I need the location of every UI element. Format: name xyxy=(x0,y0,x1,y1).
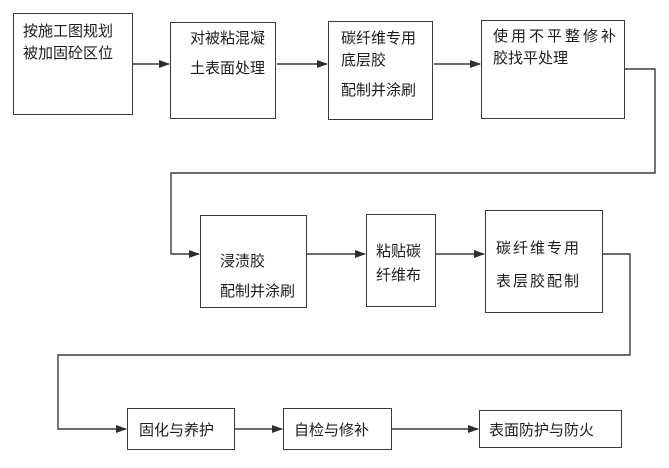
node-text-line: 碳纤维专用 xyxy=(496,239,582,257)
node-text-line: 对被粘混凝 xyxy=(190,29,266,47)
node-curing: 固化与养护 xyxy=(127,408,235,450)
node-text-line: 粘贴碳 xyxy=(376,242,422,260)
node-saturant-adhesive: 浸渍胶 配制并涂刷 xyxy=(200,215,307,308)
node-text-line: 使用不平整修补 xyxy=(493,27,620,45)
node-text-line: 纤维布 xyxy=(376,266,422,284)
node-text-line: 配制并涂刷 xyxy=(341,81,417,99)
node-surface-treatment: 对被粘混凝 土表面处理 xyxy=(170,22,276,119)
node-text-line: 底层胶 xyxy=(341,51,387,69)
node-text-line: 表面防护与防火 xyxy=(489,420,595,439)
node-text-line: 配制并涂刷 xyxy=(220,282,296,300)
node-leveling-repair: 使用不平整修补 胶找平处理 xyxy=(481,20,625,119)
node-text-line: 表层胶配制 xyxy=(496,272,582,290)
node-primer-adhesive: 碳纤维专用 底层胶 配制并涂刷 xyxy=(328,21,433,120)
node-text-line: 土表面处理 xyxy=(190,59,266,77)
node-text-line: 浸渍胶 xyxy=(220,252,266,270)
node-topcoat-adhesive: 碳纤维专用 表层胶配制 xyxy=(485,210,603,313)
node-surface-protection: 表面防护与防火 xyxy=(479,410,622,448)
node-inspection-repair: 自检与修补 xyxy=(283,408,392,450)
node-text-line: 按施工图规划 xyxy=(23,22,114,40)
node-text-line: 被加固砼区位 xyxy=(23,44,114,62)
node-paste-cfrp-sheet: 粘贴碳 纤维布 xyxy=(366,214,436,307)
node-plan-region: 按施工图规划 被加固砼区位 xyxy=(13,13,133,115)
node-text-line: 固化与养护 xyxy=(139,420,215,439)
node-text-line: 胶找平处理 xyxy=(493,49,569,67)
node-text-line: 自检与修补 xyxy=(294,420,370,439)
node-text-line: 碳纤维专用 xyxy=(341,29,417,47)
